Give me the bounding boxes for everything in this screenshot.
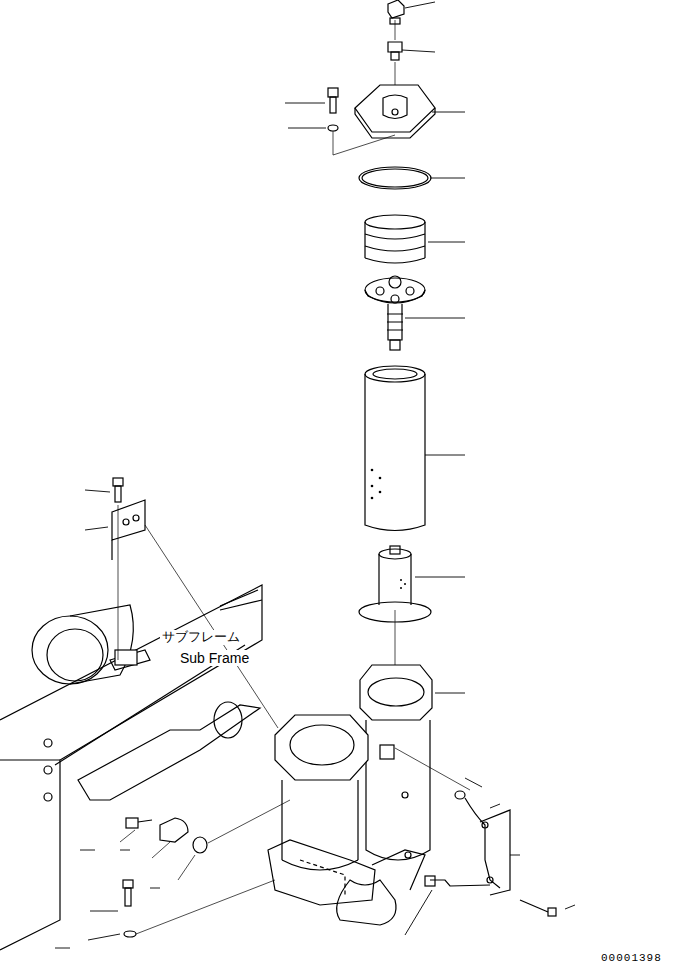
- sub-frame-label-jp: サブフレーム: [160, 630, 242, 645]
- drawing-number: 00001398: [599, 952, 664, 965]
- sub-frame-label-en: Sub Frame: [178, 650, 251, 666]
